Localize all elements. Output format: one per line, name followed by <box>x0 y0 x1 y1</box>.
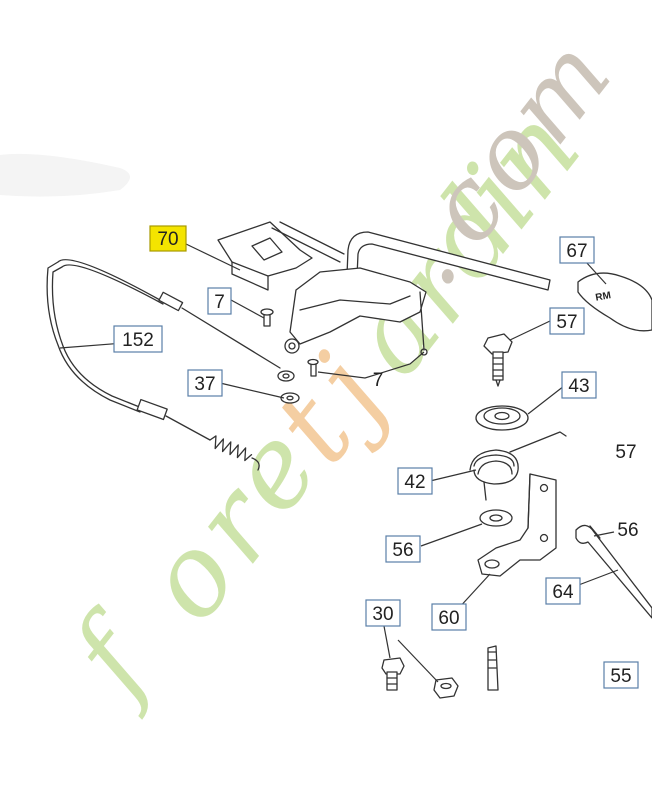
tension-spring <box>209 435 253 462</box>
callout-67: 67 <box>559 236 595 264</box>
callout-7-lower: 7 <box>373 370 384 391</box>
washer-37 <box>277 370 300 404</box>
bolt-57-upper <box>483 333 513 387</box>
callout-60: 60 <box>431 603 467 631</box>
callout-56-right: 56 <box>617 520 638 541</box>
callout-43: 43 <box>561 371 597 399</box>
callout-70: 70 <box>149 225 187 252</box>
bracket-assembly-70 <box>217 221 551 356</box>
svg-text:67: 67 <box>566 241 587 262</box>
callout-7-upper: 7 <box>207 287 232 315</box>
svg-text:42: 42 <box>404 472 425 493</box>
rod-lower <box>487 645 499 691</box>
washer-56 <box>479 509 513 527</box>
knob-logo: RM <box>595 290 612 304</box>
svg-text:56: 56 <box>617 520 638 541</box>
svg-text:57: 57 <box>556 312 577 333</box>
callout-37: 37 <box>187 369 223 397</box>
callout-57-right: 57 <box>615 442 636 463</box>
svg-text:43: 43 <box>568 376 589 397</box>
svg-text:30: 30 <box>372 604 393 625</box>
wm-f: f <box>43 590 186 722</box>
svg-text:57: 57 <box>615 442 636 463</box>
cable-connector-lower <box>136 398 168 421</box>
callout-57-upper: 57 <box>549 307 585 335</box>
watermark-text-green: f o r e <box>43 404 345 722</box>
callout-42: 42 <box>397 467 433 495</box>
watermark: f o r e t j a r d i n . c o m <box>43 18 634 722</box>
svg-text:7: 7 <box>373 370 384 391</box>
background-smudge <box>0 153 130 197</box>
svg-text:60: 60 <box>438 608 459 629</box>
svg-text:152: 152 <box>122 330 154 351</box>
callout-30: 30 <box>365 599 401 627</box>
pivot-bracket-60 <box>477 473 557 577</box>
screw-7-upper <box>260 308 274 327</box>
svg-text:55: 55 <box>610 666 631 687</box>
callout-152: 152 <box>113 325 163 353</box>
torsion-spring-42 <box>469 431 567 501</box>
nut-30 <box>433 677 459 699</box>
bolt-30 <box>381 657 405 691</box>
knob-67: RM <box>577 272 652 332</box>
svg-text:56: 56 <box>392 540 413 561</box>
washer-43 <box>475 405 529 431</box>
cable-assembly-152 <box>46 259 281 471</box>
lever-rod <box>345 231 551 301</box>
svg-text:7: 7 <box>214 292 225 313</box>
callout-56-left: 56 <box>385 535 421 563</box>
pivot-bushing <box>284 338 300 354</box>
svg-text:37: 37 <box>194 374 215 395</box>
cable-end-fitting-upper <box>158 291 184 312</box>
callout-64: 64 <box>545 577 581 605</box>
callout-55: 55 <box>603 661 639 689</box>
screw-7-lower <box>307 358 319 377</box>
svg-text:64: 64 <box>552 582 574 603</box>
svg-text:70: 70 <box>157 229 178 250</box>
